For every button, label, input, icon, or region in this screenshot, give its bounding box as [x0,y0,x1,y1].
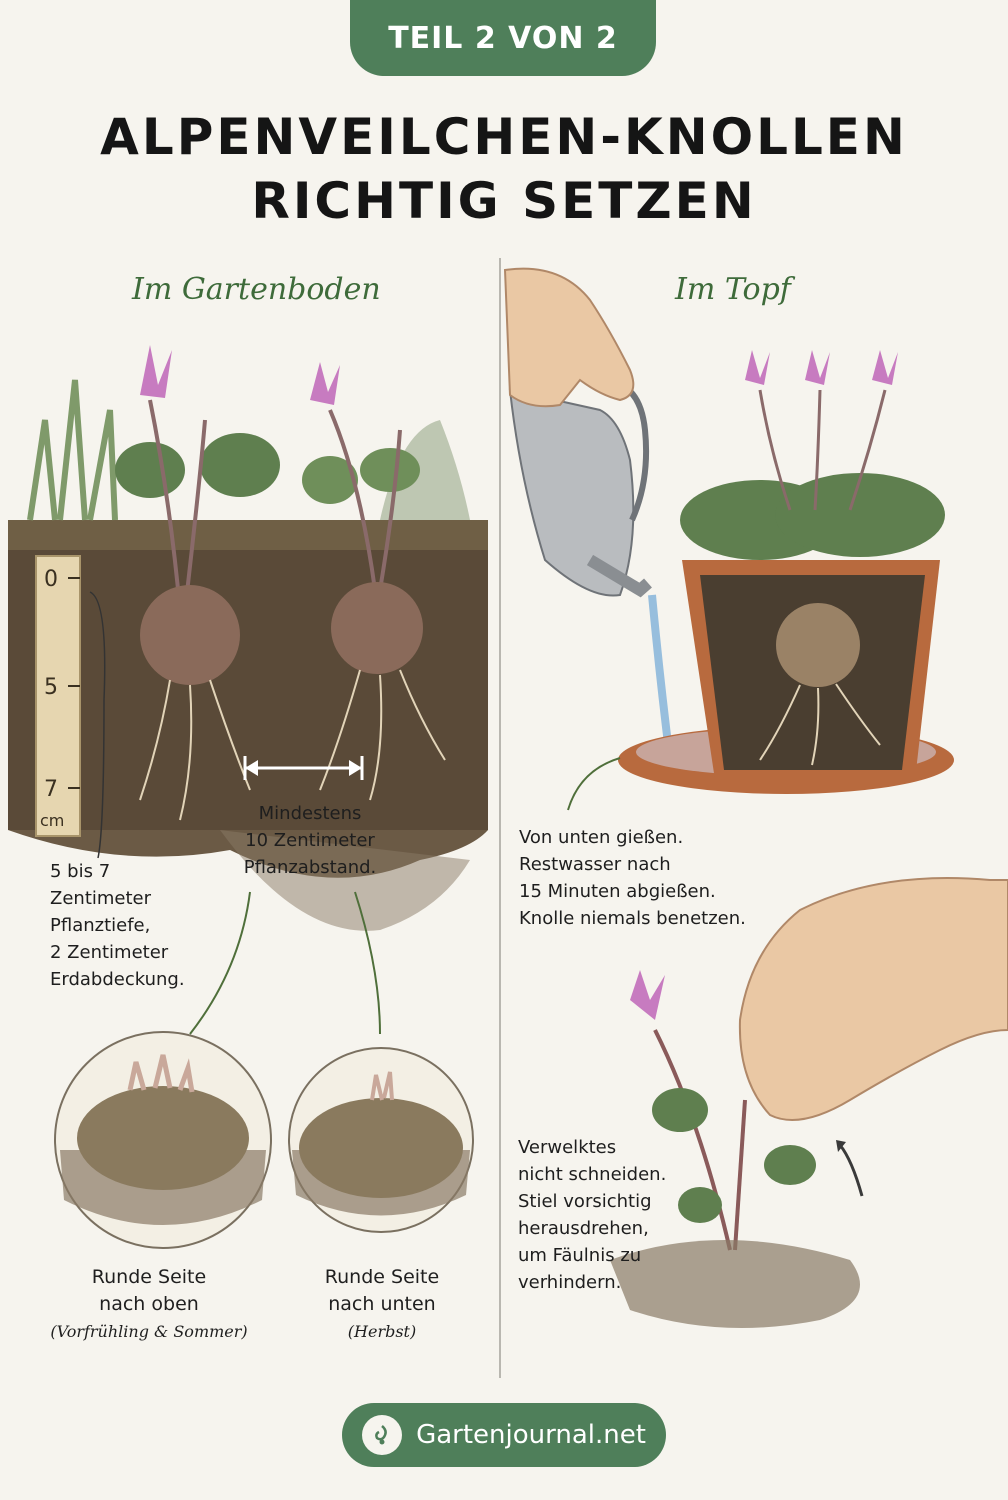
spacing-arrow [243,756,364,780]
tuber-icon [299,1098,463,1198]
garden-soil-block [8,379,488,931]
footer-brand-link[interactable]: Gartenjournal.net [342,1403,666,1467]
note-watering: Von unten gießen. Restwasser nach 15 Min… [519,827,746,929]
ruler-icon [35,555,81,837]
note-plant-spacing: Mindestens 10 Zentimeter Pflanzabstand. [243,803,377,878]
section-title-pot: Im Topf [675,272,791,307]
connector-line [354,891,381,1035]
caption-season-down: (Herbst) [347,1322,417,1341]
hand-icon [503,267,635,408]
section-title-garden: Im Gartenboden [132,272,381,307]
arrow-curved-icon [838,1144,864,1197]
watering-can-icon [508,377,674,761]
part-badge: TEIL 2 VON 2 [350,0,656,76]
depth-bracket [89,591,106,859]
caption-round-side-up: Runde Seite nach oben [91,1266,207,1315]
ruler-tick-7: 7 [44,777,58,802]
footer-brand-text: Gartenjournal.net [416,1420,646,1450]
cyclamen-plant-icon [680,350,945,560]
ruler-tick-0: 0 [44,567,58,592]
note-wilted-removal: Verwelktes nicht schneiden. Stiel vorsic… [518,1137,667,1293]
tuber-icon [77,1086,249,1190]
page-title-line-1: ALPENVEILCHEN-KNOLLEN [100,108,908,166]
note-planting-depth: 5 bis 7 Zentimeter Pflanztiefe, 2 Zentim… [50,861,185,990]
column-divider [499,258,501,1378]
tuber-up-illustration [54,1031,272,1249]
cyclamen-plant-icon [610,970,860,1328]
hand-icon [738,877,1008,1121]
pot-illustration [618,560,954,794]
caption-round-side-down: Runde Seite nach unten [324,1266,440,1315]
page-title-line-2: RICHTIG SETZEN [251,172,757,230]
ruler-tick-5: 5 [44,675,58,700]
cyclamen-plant-icon [310,362,446,801]
connector-line [189,891,251,1035]
ruler-unit: cm [40,811,64,830]
tuber-down-illustration [288,1047,474,1233]
caption-season-up: (Vorfrühling & Sommer) [50,1322,248,1341]
leaf-logo-icon [362,1415,403,1455]
connector-line [567,757,621,811]
cyclamen-plant-icon [139,345,251,821]
